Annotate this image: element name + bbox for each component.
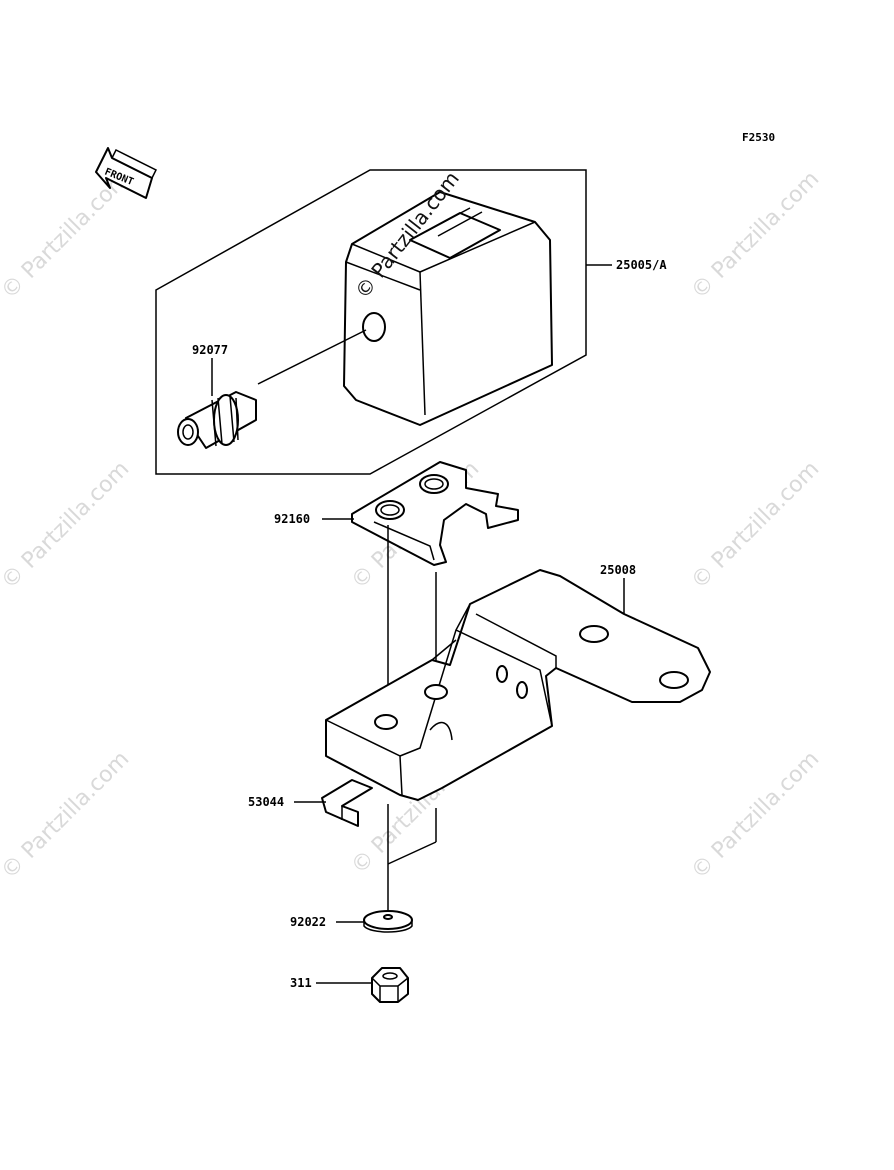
figure-code: F2530 <box>742 131 775 144</box>
bracket-part <box>325 569 711 801</box>
plate-part <box>351 461 519 566</box>
label-knob: 92077 <box>192 343 228 357</box>
label-bracket: 25008 <box>600 563 636 577</box>
leader-lines <box>211 264 625 984</box>
label-washer: 92022 <box>290 915 326 929</box>
watermark: © Partzilla.com <box>687 457 825 595</box>
label-nut: 311 <box>290 976 312 990</box>
watermark: © Partzilla.com <box>0 167 134 305</box>
clip-part <box>321 779 373 827</box>
assembly-frame <box>155 169 587 475</box>
watermark: © Partzilla.com <box>687 167 825 305</box>
washer-part <box>363 910 413 933</box>
label-clip: 53044 <box>248 795 284 809</box>
meter-housing <box>343 191 553 426</box>
label-meter-assembly: 25005/A <box>616 258 667 272</box>
alignment-line <box>387 841 437 865</box>
label-plate: 92160 <box>274 512 310 526</box>
watermark: © Partzilla.com <box>0 747 134 885</box>
watermark: © Partzilla.com <box>687 747 825 885</box>
nut-part <box>371 967 409 1003</box>
knob-part <box>177 329 367 449</box>
watermark: © Partzilla.com <box>0 457 134 595</box>
